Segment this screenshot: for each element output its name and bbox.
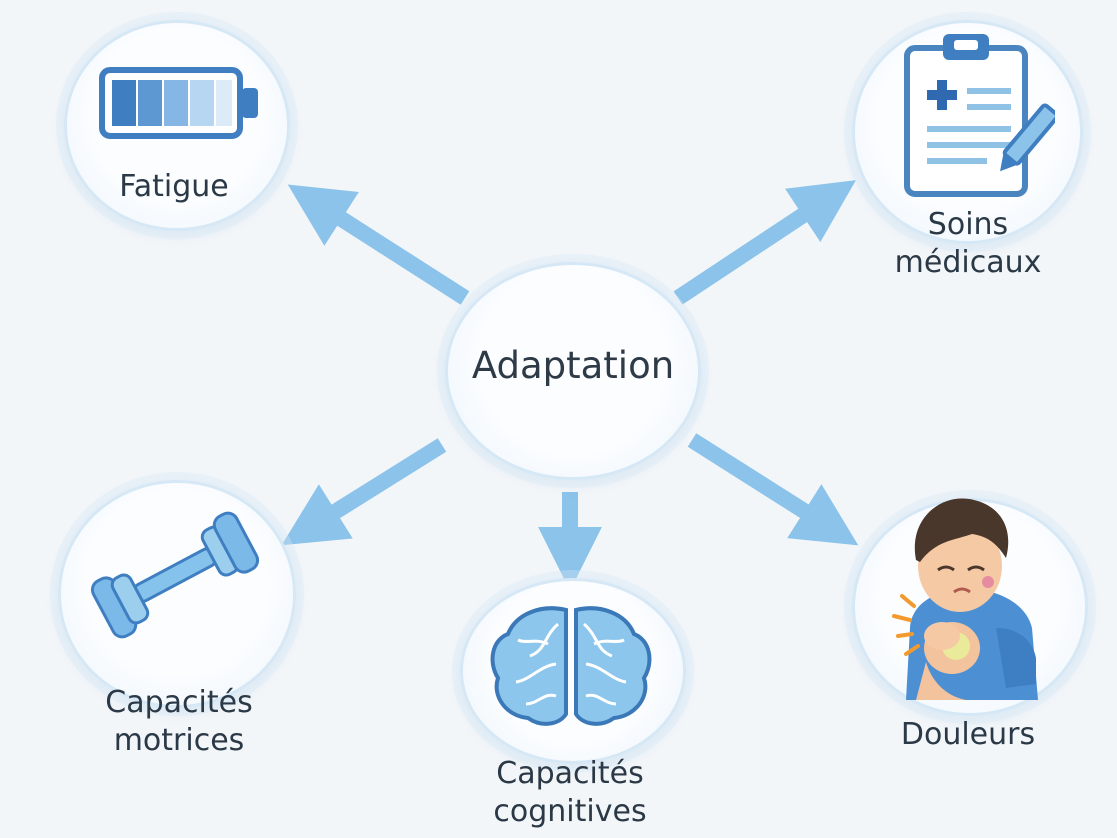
battery-icon: [99, 67, 258, 139]
fatigue-label: Fatigue: [119, 169, 229, 204]
soins-medicaux-label: Soins médicaux: [868, 206, 1068, 282]
capacites-cognitives-label-line1: Capacités: [496, 756, 644, 791]
capacites-motrices-label-line1: Capacités: [105, 685, 253, 720]
arrow-to-fatigue: [287, 184, 470, 305]
arrow-to-capacites-motrices: [281, 438, 447, 546]
soins-medicaux-label-line2: médicaux: [894, 245, 1042, 280]
capacites-cognitives-label: Capacités cognitives: [470, 755, 670, 831]
clipboard-icon: [904, 34, 1055, 197]
brain-icon: [490, 606, 652, 726]
center-node: [445, 262, 701, 480]
arrow-to-soins-medicaux: [673, 180, 857, 305]
capacites-motrices-label: Capacités motrices: [74, 684, 284, 760]
capacites-motrices-label-line2: motrices: [113, 723, 245, 758]
center-label: Adaptation: [471, 344, 675, 387]
arrow-to-douleurs: [687, 433, 859, 546]
child-in-pain-icon: [892, 498, 1038, 700]
dumbbell-icon: [90, 511, 260, 639]
capacites-cognitives-label-line2: cognitives: [493, 794, 647, 829]
douleurs-label: Douleurs: [900, 717, 1036, 752]
soins-medicaux-label-line1: Soins: [927, 207, 1009, 242]
